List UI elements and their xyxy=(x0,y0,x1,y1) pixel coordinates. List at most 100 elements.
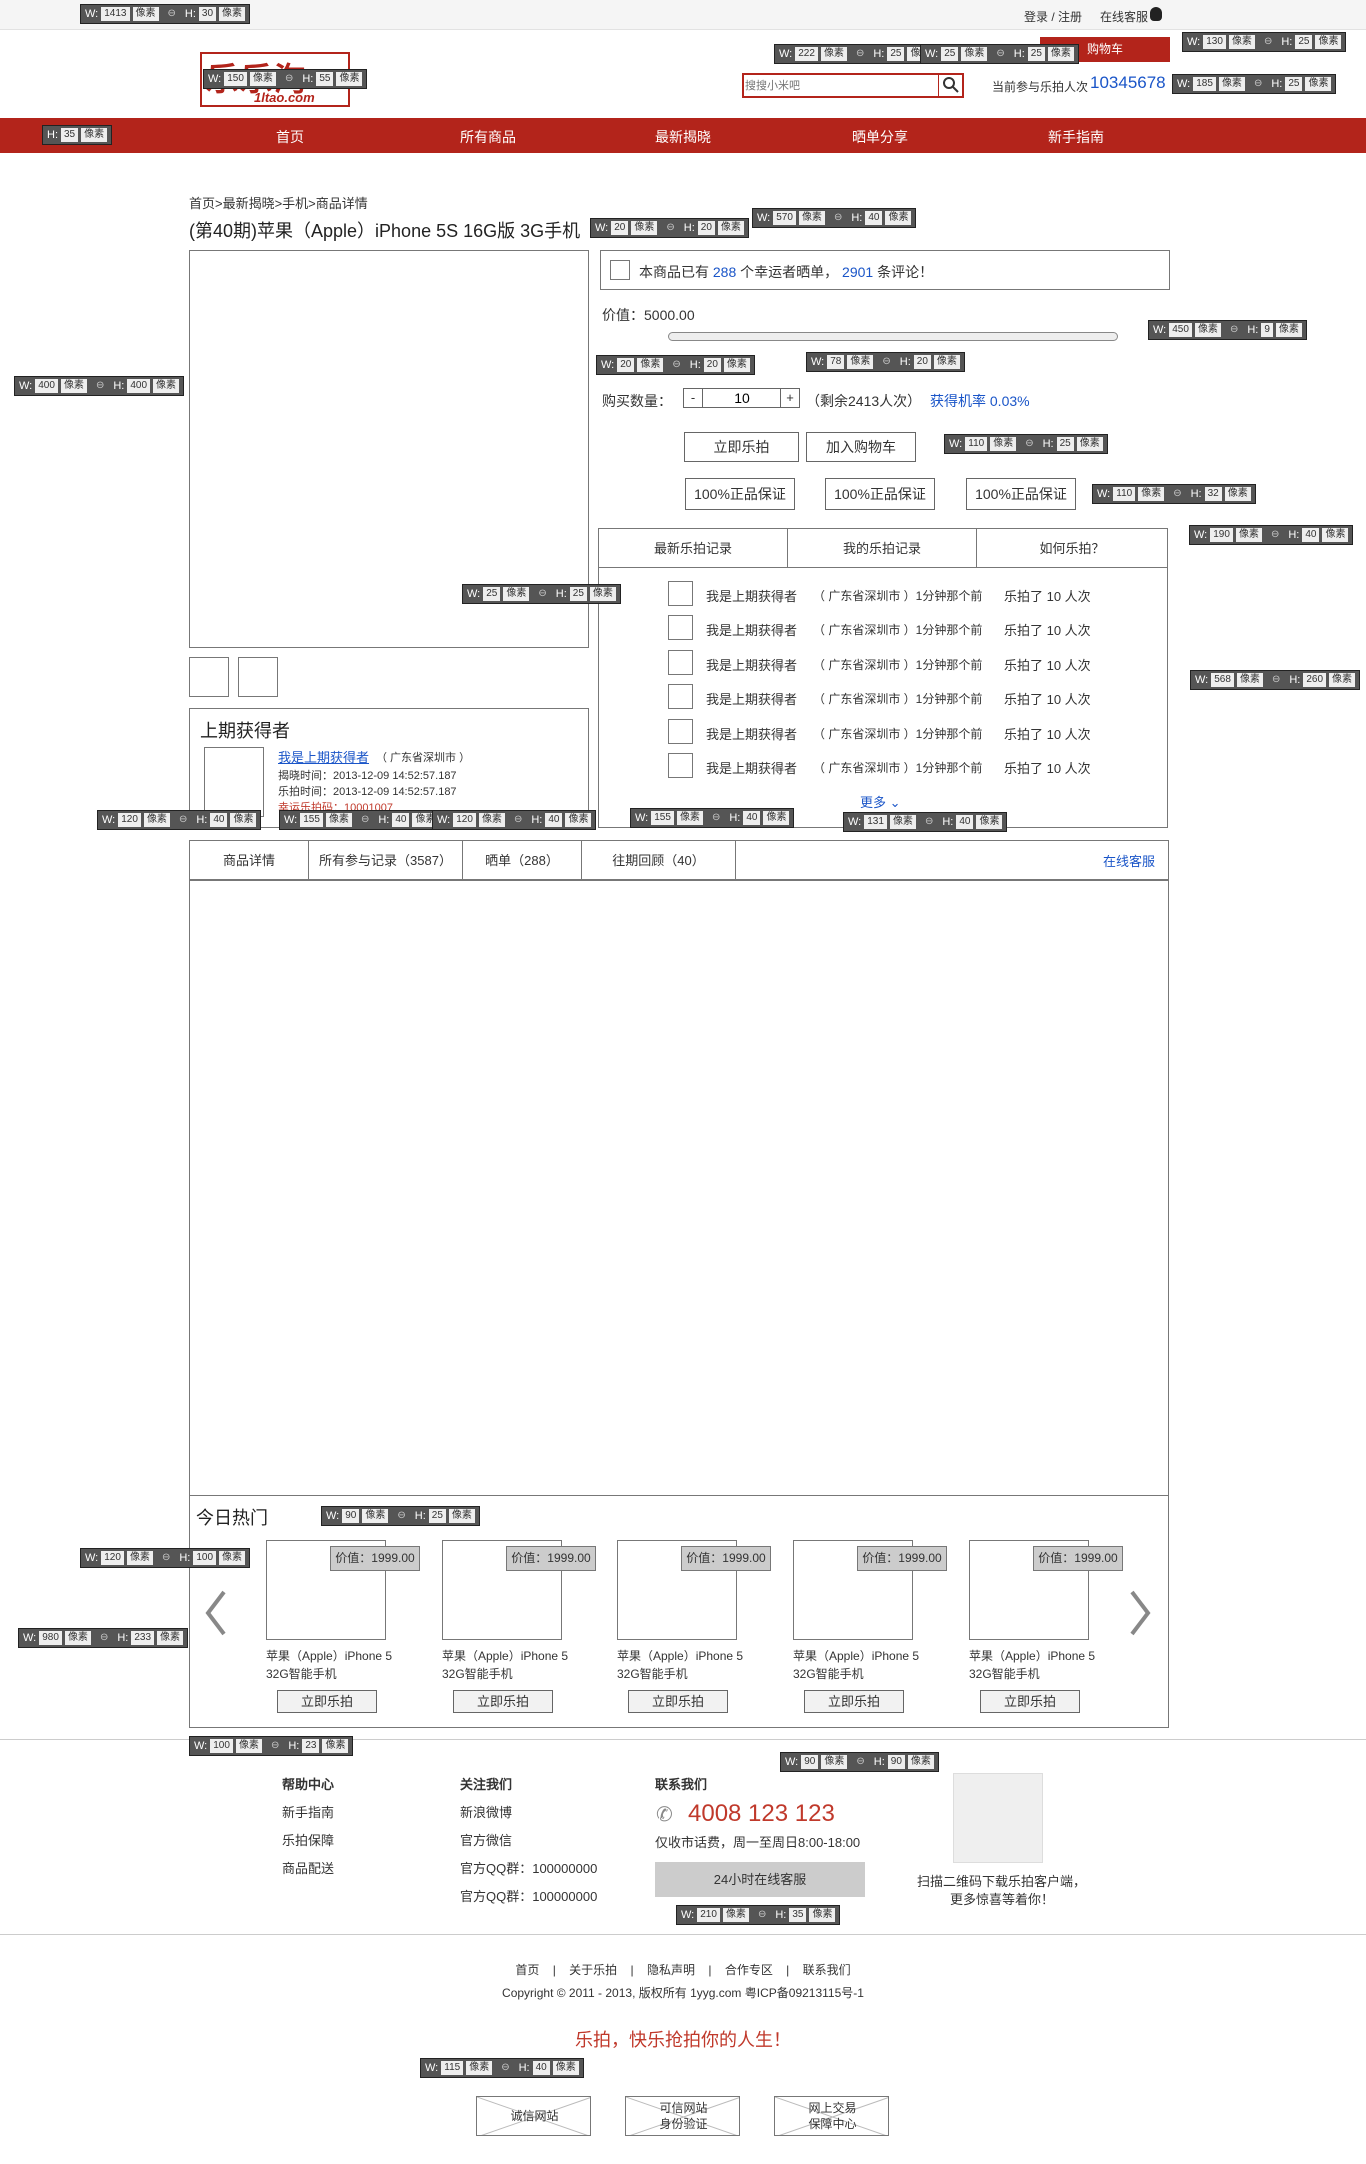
hot-item-name: 苹果（Apple）iPhone 5 xyxy=(442,1649,569,1663)
detail-tab-history[interactable]: 往期回顾（40） xyxy=(581,840,736,880)
records-tab-mine[interactable]: 我的乐拍记录 xyxy=(787,528,977,568)
hot-item-buy-button[interactable]: 立即乐拍 xyxy=(804,1690,904,1713)
qty-plus-button[interactable]: + xyxy=(780,388,800,408)
record-avatar xyxy=(668,684,693,709)
hot-item-name: 苹果（Apple）iPhone 5 xyxy=(793,1649,920,1663)
bottom-link-contact[interactable]: 联系我们 xyxy=(802,1963,851,1977)
footer-phone: 4008 123 123 xyxy=(688,1800,835,1827)
winner-title: 上期获得者 xyxy=(200,721,290,741)
records-more-link[interactable]: 更多 ⌄ xyxy=(860,795,901,810)
qty-input[interactable] xyxy=(703,388,781,408)
hot-item: 价值：1999.00 苹果（Apple）iPhone 5 32G智能手机 立即乐… xyxy=(793,1540,953,1720)
footer-help-link[interactable]: 乐拍保障 xyxy=(282,1833,335,1848)
winner-location: （ 广东省深圳市 ） xyxy=(376,752,471,764)
guarantee-badge-1: 100%正品保证 xyxy=(685,478,795,510)
detail-tab-description[interactable]: 商品详情 xyxy=(189,840,309,880)
progress-bar xyxy=(668,332,1118,341)
hot-item-buy-button[interactable]: 立即乐拍 xyxy=(453,1690,553,1713)
detail-tab-shares[interactable]: 晒单（288） xyxy=(462,840,582,880)
logo-domain: 1ltao.com xyxy=(254,90,315,105)
nav-beginner-guide[interactable]: 新手指南 xyxy=(1048,129,1104,145)
footer-follow-link[interactable]: 新浪微博 xyxy=(460,1805,513,1820)
qty-label: 购买数量： xyxy=(602,393,672,409)
detail-online-service-link[interactable]: 在线客服 xyxy=(1103,854,1156,869)
hot-item-name: 苹果（Apple）iPhone 5 xyxy=(617,1649,744,1663)
record-user-name[interactable]: 我是上期获得者 xyxy=(706,623,798,638)
product-thumb-2[interactable] xyxy=(238,657,278,697)
footer-follow-title: 关注我们 xyxy=(460,1777,513,1792)
add-to-cart-button[interactable]: 加入购物车 xyxy=(806,432,916,462)
trust-badge-1[interactable]: 诚信网站 xyxy=(476,2096,591,2136)
nav-latest-reveal[interactable]: 最新揭晓 xyxy=(655,129,711,145)
bottom-link-privacy[interactable]: 隐私声明 xyxy=(646,1963,695,1977)
hot-item-price: 价值：1999.00 xyxy=(857,1546,947,1571)
login-register-link[interactable]: 登录 / 注册 xyxy=(1024,10,1083,24)
carousel-prev-icon[interactable] xyxy=(202,1588,230,1638)
winner-bid-time: 乐拍时间：2013-12-09 14:52:57.187 xyxy=(278,786,457,798)
footer-follow-link[interactable]: 官方QQ群：100000000 xyxy=(460,1889,598,1904)
footer-online-service-button[interactable]: 24小时在线客服 xyxy=(655,1862,865,1897)
bottom-link-home[interactable]: 首页 xyxy=(515,1963,540,1977)
winner-share-count[interactable]: 288 xyxy=(712,264,737,280)
participants-label: 当前参与乐拍人次 xyxy=(992,80,1089,94)
guarantee-badge-3: 100%正品保证 xyxy=(966,478,1076,510)
winner-name-link[interactable]: 我是上期获得者 xyxy=(278,750,370,765)
record-location-time: （ 广东省深圳市 ）1分钟那个前 xyxy=(813,761,983,775)
online-service-link[interactable]: 在线客服 xyxy=(1100,10,1149,24)
qq-penguin-icon[interactable] xyxy=(1150,7,1162,21)
record-user-name[interactable]: 我是上期获得者 xyxy=(706,761,798,776)
carousel-next-icon[interactable] xyxy=(1126,1588,1154,1638)
bottom-link-about[interactable]: 关于乐拍 xyxy=(569,1963,618,1977)
footer-slogan: 乐拍，快乐抢拍你的人生！ xyxy=(575,2030,791,2050)
bottom-link-partner[interactable]: 合作专区 xyxy=(724,1963,773,1977)
record-count: 乐拍了 10 人次 xyxy=(1004,658,1091,673)
nav-all-products[interactable]: 所有商品 xyxy=(460,129,516,145)
search-input[interactable] xyxy=(745,75,935,96)
record-row: 我是上期获得者 （ 广东省深圳市 ）1分钟那个前 乐拍了 10 人次 xyxy=(668,581,1148,606)
record-user-name[interactable]: 我是上期获得者 xyxy=(706,589,798,604)
review-count[interactable]: 2901 xyxy=(842,264,874,280)
phone-icon: ✆ xyxy=(656,1804,673,1826)
search-icon[interactable] xyxy=(938,73,964,98)
records-tab-latest[interactable]: 最新乐拍记录 xyxy=(598,528,788,568)
hot-item-buy-button[interactable]: 立即乐拍 xyxy=(628,1690,728,1713)
footer-help-title: 帮助中心 xyxy=(282,1777,335,1792)
hot-item: 价值：1999.00 苹果（Apple）iPhone 5 32G智能手机 立即乐… xyxy=(969,1540,1129,1720)
footer-help-link[interactable]: 新手指南 xyxy=(282,1805,335,1820)
nav-share[interactable]: 晒单分享 xyxy=(852,129,908,145)
footer-follow-link[interactable]: 官方微信 xyxy=(460,1833,513,1848)
trust-badge-label: 诚信网站 xyxy=(510,2109,559,2123)
guarantee-badge-2: 100%正品保证 xyxy=(825,478,935,510)
trust-badge-2[interactable]: 可信网站 身份验证 xyxy=(625,2096,740,2136)
product-thumb-1[interactable] xyxy=(189,657,229,697)
records-tab-how[interactable]: 如何乐拍？ xyxy=(976,528,1168,568)
record-user-name[interactable]: 我是上期获得者 xyxy=(706,658,798,673)
qty-minus-button[interactable]: - xyxy=(683,388,703,408)
record-user-name[interactable]: 我是上期获得者 xyxy=(706,727,798,742)
footer-help-link[interactable]: 商品配送 xyxy=(282,1861,335,1876)
trust-badge-3[interactable]: 网上交易 保障中心 xyxy=(774,2096,889,2136)
footer-follow-link[interactable]: 官方QQ群：100000000 xyxy=(460,1861,598,1876)
hot-item-price: 价值：1999.00 xyxy=(330,1546,420,1571)
record-row: 我是上期获得者 （ 广东省深圳市 ）1分钟那个前 乐拍了 10 人次 xyxy=(668,684,1148,709)
hot-item-buy-button[interactable]: 立即乐拍 xyxy=(277,1690,377,1713)
hot-item-buy-button[interactable]: 立即乐拍 xyxy=(980,1690,1080,1713)
footer-fee-note: 仅收市话费，周一至周日8:00-18:00 xyxy=(655,1835,861,1850)
record-row: 我是上期获得者 （ 广东省深圳市 ）1分钟那个前 乐拍了 10 人次 xyxy=(668,650,1148,675)
detail-tab-participants[interactable]: 所有参与记录（3587） xyxy=(308,840,463,880)
nav-home[interactable]: 首页 xyxy=(276,129,304,145)
record-user-name[interactable]: 我是上期获得者 xyxy=(706,692,798,707)
hot-item-price: 价值：1999.00 xyxy=(506,1546,596,1571)
qr-caption-1: 扫描二维码下载乐拍客户端， xyxy=(917,1874,1087,1889)
breadcrumb[interactable]: 首页>最新揭晓>手机>商品详情 xyxy=(189,196,368,211)
buy-now-button[interactable]: 立即乐拍 xyxy=(684,432,799,462)
